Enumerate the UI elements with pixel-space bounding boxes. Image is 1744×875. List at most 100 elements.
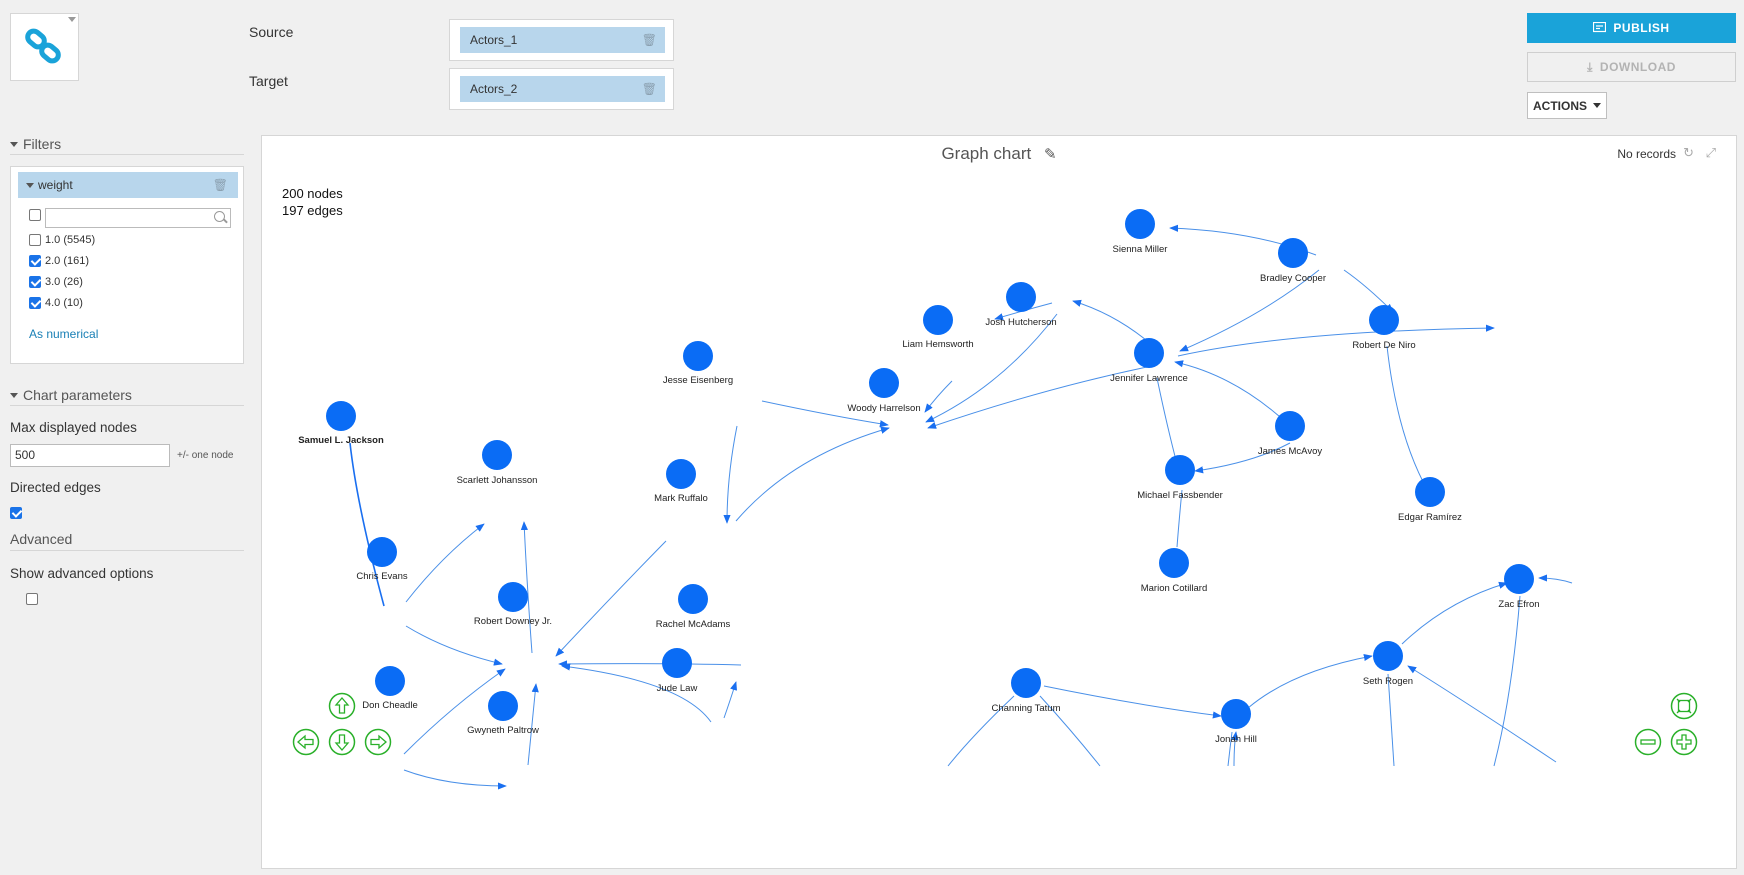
graph-edge <box>1386 345 1429 492</box>
filters-section-toggle[interactable]: Filters <box>10 136 61 152</box>
graph-node[interactable]: Robert De Niro <box>1352 305 1416 351</box>
graph-edge <box>1247 653 1373 709</box>
graph-node[interactable]: Seth Rogen <box>1363 641 1413 687</box>
filter-checkbox[interactable] <box>29 255 41 267</box>
caret-down-icon <box>1593 103 1601 108</box>
svg-text:Jude Law: Jude Law <box>657 683 698 694</box>
graph-node[interactable]: Marion Cotillard <box>1141 548 1208 594</box>
graph-node[interactable]: Edgar Ramírez <box>1398 477 1462 523</box>
svg-text:Sienna Miller: Sienna Miller <box>1113 244 1168 255</box>
directed-edges-checkbox[interactable] <box>10 507 22 519</box>
trash-icon[interactable]: 🗑 <box>212 178 228 192</box>
pencil-icon[interactable]: ✎ <box>1043 146 1057 163</box>
graph-node[interactable]: Jesse Eisenberg <box>663 341 733 386</box>
svg-text:Rachel McAdams: Rachel McAdams <box>656 619 731 630</box>
graph-edge <box>561 663 712 723</box>
chevron-down-icon[interactable] <box>68 17 76 22</box>
graph-node[interactable]: Scarlett Johansson <box>457 440 538 486</box>
download-icon: ⤓ <box>1587 59 1593 74</box>
graph-node[interactable]: Chris Evans <box>356 537 408 582</box>
show-advanced-checkbox[interactable] <box>26 593 39 605</box>
filter-checkbox[interactable] <box>29 234 41 246</box>
graph-canvas[interactable]: Samuel L. Jackson Scarlett Johansson Chr… <box>262 136 1737 869</box>
filter-option-2[interactable]: 2.0 (161) <box>29 255 89 267</box>
trash-icon[interactable]: 🗑 <box>641 82 657 96</box>
graph-node[interactable]: Michael Fassbender <box>1137 455 1223 501</box>
graph-edge <box>1156 377 1179 465</box>
pan-left-button[interactable] <box>292 728 320 756</box>
max-nodes-input[interactable]: 500 <box>10 444 170 467</box>
zoom-in-button[interactable] <box>1670 728 1698 756</box>
publish-button[interactable]: PUBLISH <box>1527 13 1736 43</box>
svg-text:Scarlett Johansson: Scarlett Johansson <box>457 475 538 486</box>
svg-text:Robert De Niro: Robert De Niro <box>1352 340 1415 351</box>
graph-node[interactable]: Woody Harrelson <box>847 368 921 414</box>
graph-nodes: Samuel L. Jackson Scarlett Johansson Chr… <box>298 209 1540 745</box>
download-button[interactable]: ⤓ DOWNLOAD <box>1527 52 1736 82</box>
select-all-checkbox[interactable] <box>29 209 41 221</box>
graph-node[interactable]: Liam Hemsworth <box>902 305 974 350</box>
filter-search-input[interactable] <box>45 208 231 228</box>
trash-icon[interactable]: 🗑 <box>641 33 657 47</box>
chart-title[interactable]: Graph chart <box>941 144 1032 163</box>
pan-up-button[interactable] <box>328 692 356 720</box>
filter-checkbox[interactable] <box>29 276 41 288</box>
filter-option-1[interactable]: 1.0 (5545) <box>29 234 95 246</box>
graph-node[interactable]: Jude Law <box>657 648 698 694</box>
svg-text:Jonah Hill: Jonah Hill <box>1215 734 1257 745</box>
graph-node[interactable]: James McAvoy <box>1258 411 1322 457</box>
source-dropzone[interactable]: Actors_1 🗑 <box>449 19 674 61</box>
graph-edge <box>527 683 539 766</box>
zoom-fit-button[interactable] <box>1670 692 1698 720</box>
svg-text:Marion Cotillard: Marion Cotillard <box>1141 583 1208 594</box>
filter-option-3[interactable]: 3.0 (26) <box>29 276 83 288</box>
pan-right-button[interactable] <box>364 728 392 756</box>
graph-node[interactable]: Samuel L. Jackson <box>298 401 384 446</box>
zoom-out-button[interactable] <box>1634 728 1662 756</box>
expand-icon[interactable]: ⤢ <box>1705 145 1716 160</box>
svg-text:Mark Ruffalo: Mark Ruffalo <box>654 493 708 504</box>
graph-node[interactable]: Don Cheadle <box>362 666 418 711</box>
chart-panel: Samuel L. Jackson Scarlett Johansson Chr… <box>261 135 1737 869</box>
as-numerical-link[interactable]: As numerical <box>29 327 99 341</box>
filter-weight-header[interactable]: weight 🗑 <box>18 172 238 198</box>
svg-text:Channing Tatum: Channing Tatum <box>991 703 1060 714</box>
graph-edge <box>1493 595 1521 767</box>
graph-node[interactable]: Bradley Cooper <box>1260 238 1326 284</box>
divider <box>10 550 244 551</box>
graph-node[interactable]: Zac Efron <box>1498 564 1540 610</box>
target-dropzone[interactable]: Actors_2 🗑 <box>449 68 674 110</box>
graph-node[interactable]: Jennifer Lawrence <box>1110 338 1188 384</box>
graph-node[interactable]: Rachel McAdams <box>656 584 731 630</box>
chart-params-section-toggle[interactable]: Chart parameters <box>10 387 132 403</box>
graph-node[interactable]: Mark Ruffalo <box>654 459 708 504</box>
graph-node[interactable]: Channing Tatum <box>991 668 1061 714</box>
filters-title: Filters <box>23 136 62 152</box>
svg-text:Woody Harrelson: Woody Harrelson <box>847 403 920 414</box>
target-column-name: Actors_2 <box>470 82 518 96</box>
graph-edge <box>1176 489 1183 548</box>
filter-checkbox[interactable] <box>29 297 41 309</box>
dataset-type-icon-box[interactable] <box>10 13 79 81</box>
graph-node[interactable]: Gwyneth Paltrow <box>467 691 539 736</box>
graph-node[interactable]: Jonah Hill <box>1215 699 1257 745</box>
refresh-icon[interactable]: ↻ <box>1683 145 1694 160</box>
source-column-pill[interactable]: Actors_1 🗑 <box>460 27 665 53</box>
graph-node[interactable]: Robert Downey Jr. <box>474 582 552 627</box>
filter-option-label: 1.0 (5545) <box>45 234 96 246</box>
filter-option-label: 3.0 (26) <box>45 276 83 288</box>
graph-edge <box>735 426 890 522</box>
svg-text:Michael Fassbender: Michael Fassbender <box>1137 490 1223 501</box>
actions-dropdown[interactable]: ACTIONS <box>1527 92 1607 119</box>
divider <box>10 405 244 406</box>
advanced-title: Advanced <box>10 531 73 547</box>
pan-down-button[interactable] <box>328 728 356 756</box>
graph-node[interactable]: Sienna Miller <box>1113 209 1168 255</box>
target-column-pill[interactable]: Actors_2 🗑 <box>460 76 665 102</box>
filter-option-4[interactable]: 4.0 (10) <box>29 297 83 309</box>
graph-edge <box>1227 731 1233 767</box>
svg-text:Robert Downey Jr.: Robert Downey Jr. <box>474 616 552 627</box>
svg-text:Jennifer Lawrence: Jennifer Lawrence <box>1110 373 1188 384</box>
graph-edge <box>349 442 385 607</box>
graph-node[interactable]: Josh Hutcherson <box>985 282 1057 328</box>
